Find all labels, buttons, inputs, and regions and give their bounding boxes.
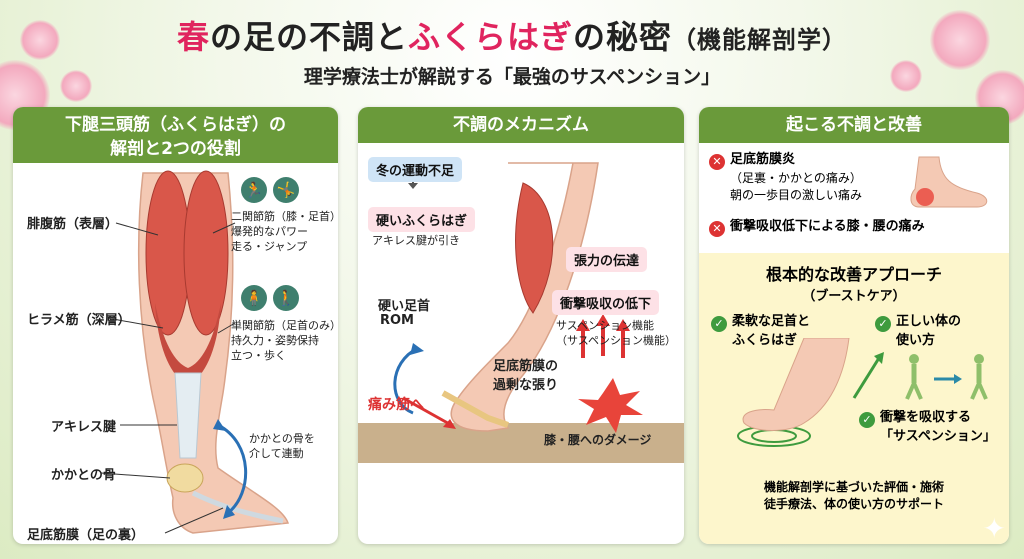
foot-suspension-illustration [737,338,884,447]
heading-line: 解剖と2つの役割 [110,139,241,159]
role-line: 立つ・歩く [231,349,286,362]
footer-line: 機能解剖学に基づいた評価・施術 [763,480,944,494]
link-line: かかとの骨を [249,432,315,445]
running-icon: 🏃 [241,177,267,203]
check-text: 衝撃を吸収する [880,410,972,425]
role-line: 爆発的なパワー [231,225,308,238]
role-line: 持久力・姿勢保持 [231,334,319,347]
anatomy-panel-heading: 下腿三頭筋（ふくらはぎ）の 解剖と2つの役割 [13,107,338,163]
achilles-pull-text: アキレス腱が引き [372,234,460,247]
check-icon: ✓ [859,412,875,428]
mechanism-panel-heading: 不調のメカニズム [358,107,684,143]
heading-line: 下腿三頭筋（ふくらはぎ）の [65,115,286,135]
plantar-line: 足底筋膜の [493,359,559,374]
improvement-panel: 起こる不調と改善 ✕足底筋膜炎 （足裏・かかとの痛み） 朝の一歩目の激しい痛み … [699,107,1009,544]
anatomy-panel: 下腿三頭筋（ふくらはぎ）の 解剖と2つの役割 [13,107,338,544]
check1-item: ✓ 柔軟な足首と ふくらはぎ [711,313,810,349]
title-part: の足の不調と [209,18,408,56]
heel-link-text: かかとの骨を 介して連動 [249,431,315,461]
improvement-panel-heading: 起こる不調と改善 [699,107,1009,143]
plantar-line: 過剰な張り [493,378,559,393]
title-part: の秘密 [573,18,673,56]
issue-detail: （足裏・かかとの痛み） [730,171,862,185]
plantar-fascia-label: 足底筋膜（足の裏） [27,528,145,543]
mechanism-panel: 不調のメカニズム 冬の運動不足 [358,107,684,544]
issue-title: 衝撃吸収低下による膝・腰の痛み [730,219,925,234]
check-text: ふくらはぎ [732,333,798,348]
cherry-blossom [890,60,922,92]
approach-footer: 機能解剖学に基づいた評価・施術 徒手療法、体の使い方のサポート [699,479,1009,513]
standing-icon: 🧍 [241,285,267,311]
check-text: 使い方 [896,333,936,348]
winter-exercise-box: 冬の運動不足 [368,157,463,182]
check-text: 柔軟な足首と [732,314,811,329]
issue-detail: 朝の一歩目の激しい痛み [730,188,863,202]
title-part: 春 [176,18,210,56]
role-line: 単関節筋（足首のみ） [231,319,338,332]
calf-anatomy-illustration [100,170,290,534]
check-text: 「サスペンション」 [880,429,996,444]
check-icon: ✓ [711,316,727,332]
approach-subtitle: （ブーストケア） [802,289,906,304]
check2-item: ✓ 正しい体の 使い方 [875,313,961,349]
cherry-blossom [930,10,990,70]
cherry-blossom [20,20,60,60]
leg-mechanism-illustration [358,162,684,463]
cherry-blossom [60,70,92,102]
page-subtitle: 理学療法士が解説する「最強のサスペンション」 [303,66,721,88]
x-icon: ✕ [709,221,725,237]
jumping-icon: 🤸 [273,177,299,203]
role2-text: 単関節筋（足首のみ） 持久力・姿勢保持 立つ・歩く [231,318,338,363]
pain-label: 痛み筋へ [368,397,424,413]
heel-bone-label: かかとの骨 [51,468,116,483]
role1-text: 二関節筋（膝・足首） 爆発的なパワー 走る・ジャンプ [231,209,338,254]
stiff-calf-box: 硬いふくらはぎ [368,207,476,232]
plantar-tension-text: 足底筋膜の 過剰な張り [493,355,558,393]
sparkle-icon: ✦ [982,512,1006,545]
issue2-item: ✕ 衝撃吸収低下による膝・腰の痛み [709,215,925,237]
suspension-text: サスペンション機能 （サスペンション機能） [556,318,676,348]
check3-item: ✓ 衝撃を吸収する 「サスペンション」 [859,409,996,445]
x-icon: ✕ [709,154,725,170]
issue1-item: ✕ 足底筋膜炎 （足裏・かかとの痛み） 朝の一歩目の激しい痛み [709,151,862,204]
role-line: 走る・ジャンプ [231,240,308,253]
issue-title: 足底筋膜炎 [730,152,796,167]
damage-label: 膝・腰へのダメージ [544,433,652,447]
posture-figures-illustration [905,354,988,400]
link-line: 介して連動 [249,447,304,460]
foot-pain-illustration [910,156,988,208]
approach-title: 根本的な改善アプローチ [765,265,942,284]
walking-icon: 🚶 [273,285,299,311]
gastrocnemius-label: 腓腹筋（表層） [27,217,119,232]
footer-line: 徒手療法、体の使い方のサポート [763,497,944,511]
page-title: 春の足の不調とふくらはぎの秘密（機能解剖学） [0,12,1024,58]
soleus-label: ヒラメ筋（深層） [27,313,131,328]
check-icon: ✓ [875,316,891,332]
suspension-line: （サスペンション機能） [556,334,677,347]
stiff-ankle-label: 硬い足首 [378,299,431,314]
achilles-label: アキレス腱 [51,420,117,435]
tension-transfer-box: 張力の伝達 [566,247,648,272]
title-part: ふくらはぎ [408,18,574,56]
title-part: （機能解剖学） [672,26,848,54]
approach-box: 根本的な改善アプローチ （ブーストケア） ✓ 柔軟な足首と ふくらはぎ ✓ 正しい体… [699,253,1009,544]
rom-label: ROM [380,313,414,328]
shock-absorption-box: 衝撃吸収の低下 [552,290,660,315]
suspension-line: サスペンション機能 [556,319,655,332]
check-text: 正しい体の [896,314,962,329]
role-line: 二関節筋（膝・足首） [231,210,338,223]
